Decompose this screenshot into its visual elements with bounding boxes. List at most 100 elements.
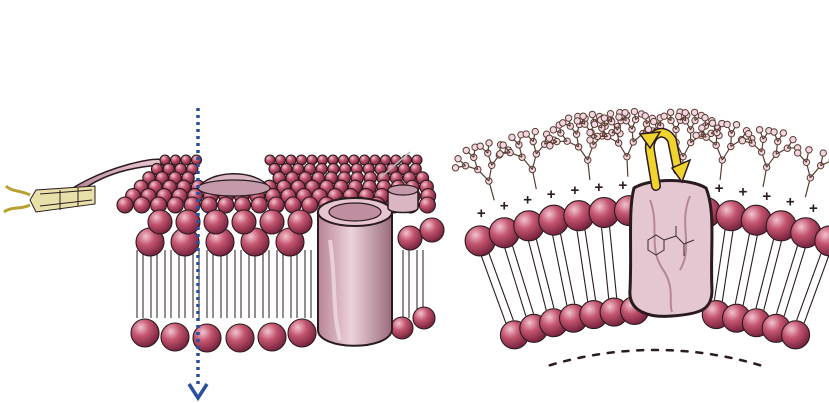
- small-channel-protein: [388, 185, 418, 213]
- glycan-node: [756, 127, 762, 133]
- phospholipid-head: [288, 210, 312, 234]
- lipid-tail-pair: [165, 250, 171, 318]
- lipid-tail-pair: [577, 229, 596, 301]
- glycan-node: [790, 136, 796, 142]
- glycan-node: [806, 147, 812, 153]
- glycan-node: [622, 109, 628, 115]
- phospholipid-head: [148, 210, 172, 234]
- glycan-node: [693, 132, 699, 138]
- glycan-node: [631, 108, 637, 114]
- glycan-node: [702, 115, 708, 121]
- phospholipid-head: [258, 323, 286, 351]
- glycan-node: [500, 142, 506, 148]
- phospholipid-head: [134, 197, 150, 213]
- right-membrane-panel: +++++++++++++: [452, 108, 829, 365]
- glycan-node: [565, 115, 571, 121]
- lipid-tail-pair: [291, 250, 297, 318]
- glycan-node: [547, 143, 553, 149]
- phospholipid-head: [226, 324, 254, 352]
- charge-symbol: +: [762, 188, 771, 205]
- dash-mark: [740, 360, 746, 361]
- glycan-node: [771, 129, 777, 135]
- lipid-tail-pair: [553, 233, 575, 305]
- lipid-tail-pair: [481, 253, 513, 323]
- dash-mark: [754, 364, 760, 366]
- protrusion-tip: [30, 186, 95, 212]
- dash-mark: [696, 352, 702, 353]
- glycan-node: [820, 150, 826, 156]
- lipid-tail-pair: [263, 250, 269, 318]
- lipid-tail-pair: [277, 250, 283, 318]
- glycan-node: [589, 111, 595, 117]
- phospholipid-head: [251, 197, 267, 213]
- phospholipid-head: [419, 197, 435, 213]
- glycan-node: [667, 109, 673, 115]
- dash-mark: [593, 354, 599, 355]
- phospholipid-head: [232, 210, 256, 234]
- left-membrane-panel: [4, 108, 444, 398]
- lipid-tail-pair: [735, 233, 757, 305]
- glycan-node: [642, 113, 648, 119]
- lipid-tail-pair: [221, 250, 227, 318]
- glycan-node: [546, 135, 552, 141]
- glycan-node: [523, 131, 529, 137]
- glycan-node: [532, 128, 538, 134]
- glycan-node: [509, 134, 515, 140]
- lipid-tail-pair: [179, 250, 185, 318]
- glycan-node: [463, 147, 469, 153]
- charge-symbol: +: [500, 198, 509, 215]
- glycan-node: [580, 113, 586, 119]
- lipid-tail-pair: [151, 250, 157, 318]
- glycan-node: [780, 130, 786, 136]
- glycan-node: [745, 130, 751, 136]
- glycan-node: [682, 109, 688, 115]
- glycan-node: [587, 129, 593, 135]
- glycan-tree: [794, 147, 829, 198]
- charge-symbol: +: [618, 177, 627, 194]
- phospholipid-head: [398, 226, 422, 250]
- glycan-node: [560, 120, 566, 126]
- phospholipid-head: [782, 321, 810, 349]
- glycan-node: [550, 127, 556, 133]
- glycan-node: [661, 113, 667, 119]
- glycan-node: [699, 125, 705, 131]
- glycan-tree: [739, 127, 801, 187]
- glycan-node: [486, 140, 492, 146]
- charge-symbol: +: [547, 186, 556, 203]
- glycan-node: [587, 137, 593, 143]
- lipid-tail-pair: [137, 250, 143, 318]
- glycan-node: [645, 126, 651, 132]
- glycan-node: [616, 114, 622, 120]
- glycan-node: [739, 138, 745, 144]
- phospholipid-head: [131, 319, 159, 347]
- lipid-tail-pair: [528, 238, 554, 310]
- glycan-node: [676, 113, 682, 119]
- charge-symbol: +: [715, 180, 724, 197]
- glycan-node: [591, 121, 597, 127]
- glycan-node: [477, 143, 483, 149]
- charge-symbol: +: [523, 191, 532, 208]
- phospholipid-head: [161, 323, 189, 351]
- left-front-heads: [131, 210, 444, 352]
- phospholipid-head: [288, 319, 316, 347]
- phospholipid-head: [420, 218, 444, 242]
- charge-symbol: +: [571, 182, 580, 199]
- lipid-tail-pair: [235, 250, 241, 318]
- lipid-tail-pair: [207, 250, 213, 318]
- glycan-node: [709, 120, 715, 126]
- lipid-tail-pair: [249, 250, 255, 318]
- phospholipid-head: [117, 197, 133, 213]
- glycan-node: [733, 122, 739, 128]
- lipid-tail-pair: [714, 229, 733, 301]
- transmembrane-channel-protein: [318, 198, 392, 346]
- charge-symbol: +: [739, 183, 748, 200]
- dash-mark: [608, 352, 614, 353]
- glycan-node: [574, 118, 580, 124]
- phospholipid-head: [391, 317, 413, 339]
- dash-mark: [550, 364, 556, 366]
- lipid-tail-pair: [505, 245, 534, 316]
- phospholipid-head: [167, 197, 183, 213]
- glycan-node: [607, 110, 613, 116]
